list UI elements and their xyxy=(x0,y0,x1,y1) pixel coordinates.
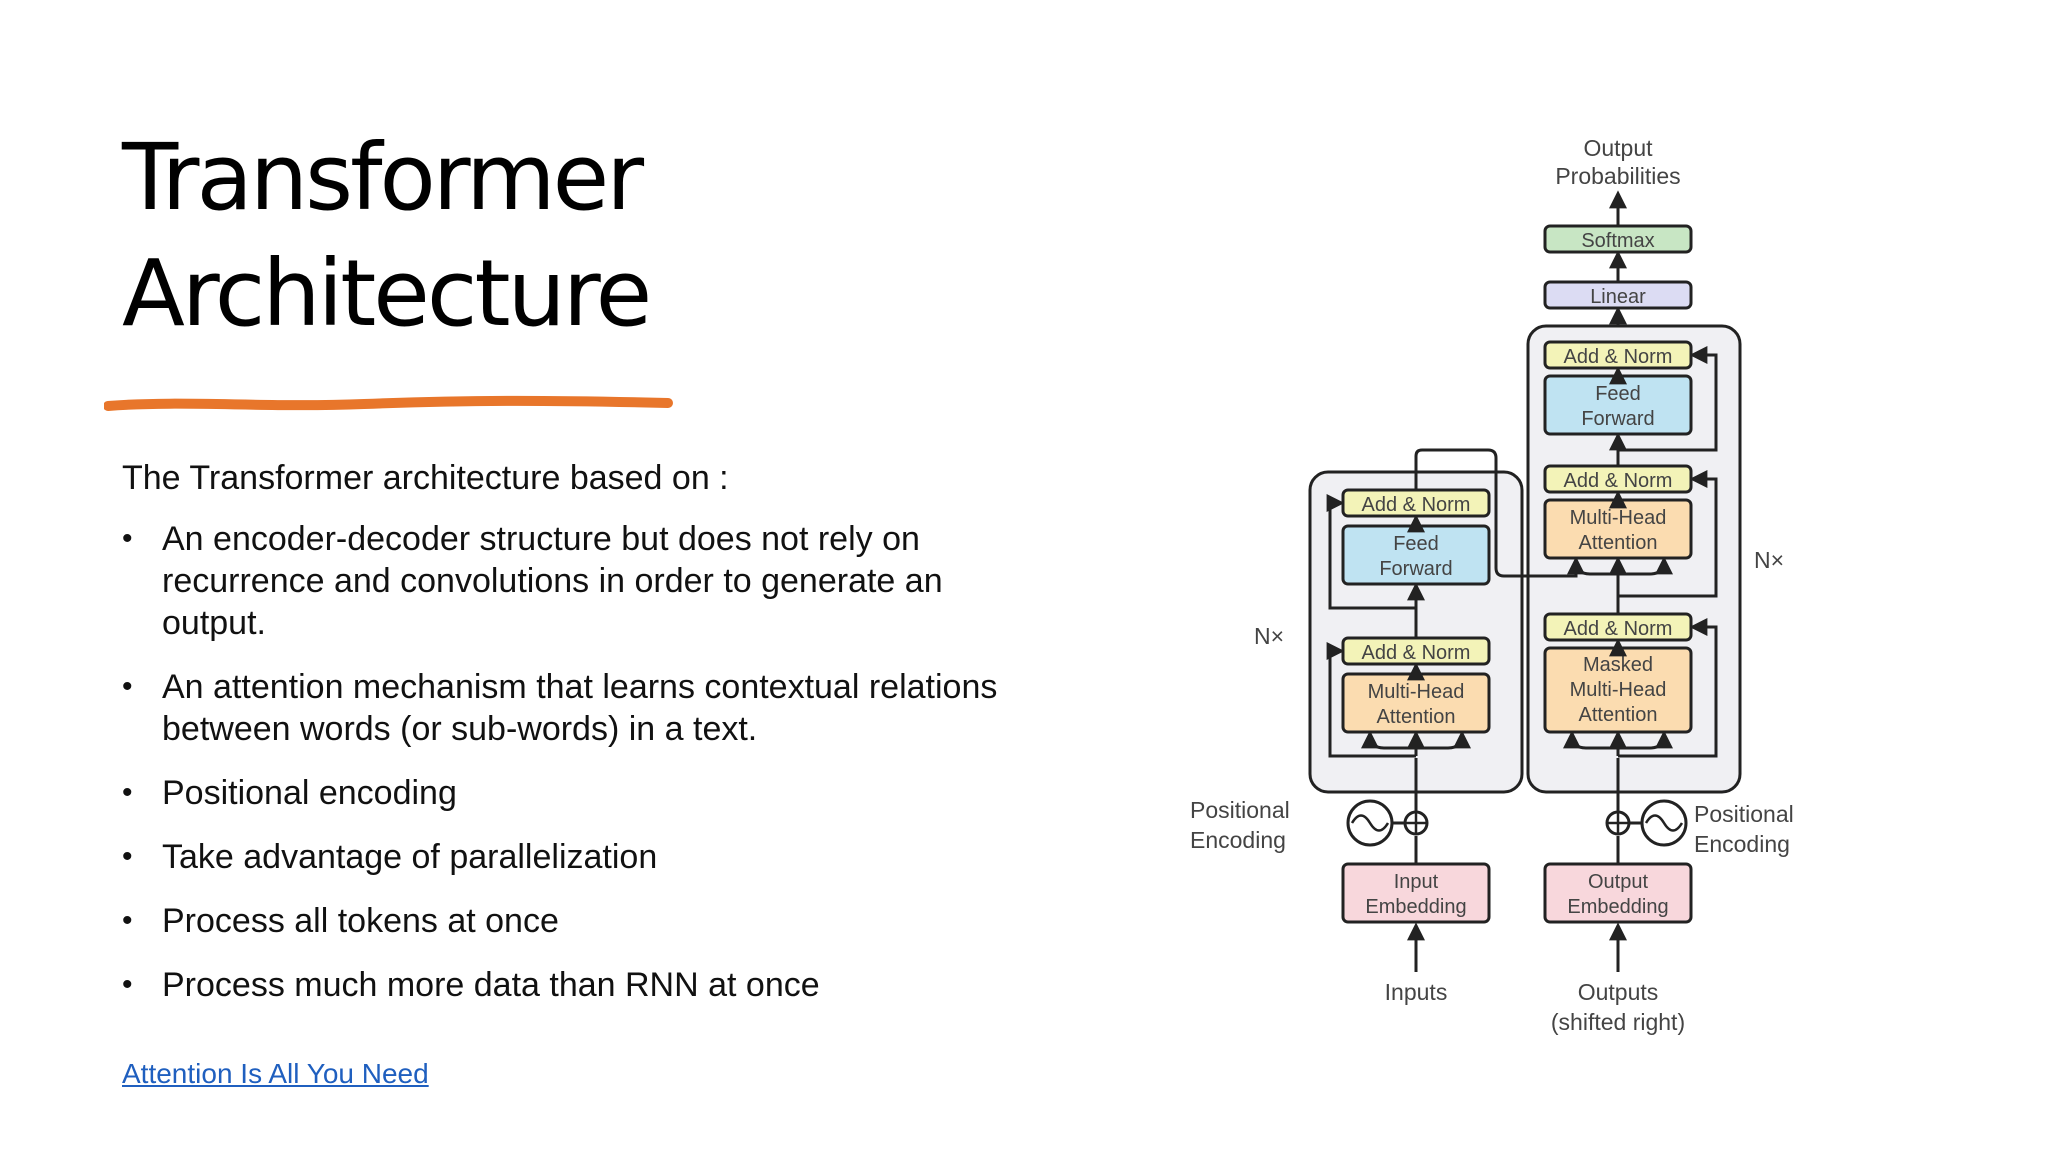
feed-forward-label: Feed xyxy=(1595,383,1641,405)
masked-label: Masked xyxy=(1583,654,1653,676)
multi-head-label: Multi-Head xyxy=(1368,681,1465,703)
add-norm-label: Add & Norm xyxy=(1564,470,1673,492)
input-embedding-label: Input xyxy=(1394,871,1439,893)
decoder-nx-label: N× xyxy=(1754,547,1784,573)
transformer-diagram: Output Probabilities Softmax Linear Add … xyxy=(1190,135,1794,1035)
encoder-nx-label: N× xyxy=(1254,623,1284,649)
output-embedding-box xyxy=(1543,862,1693,924)
attention-label: Attention xyxy=(1579,704,1658,726)
output-embedding-label: Output xyxy=(1588,871,1648,893)
outputs-shifted-label: (shifted right) xyxy=(1551,1009,1685,1035)
attention-label: Attention xyxy=(1377,706,1456,728)
feed-forward-label: Forward xyxy=(1379,558,1452,580)
list-item: • Take advantage of parallelization xyxy=(122,836,1022,878)
output-probabilities-label: Probabilities xyxy=(1555,163,1680,189)
feed-forward-label: Feed xyxy=(1393,533,1439,555)
bullet-text: Process much more data than RNN at once xyxy=(162,966,820,1004)
intro-text: The Transformer architecture based on : xyxy=(122,459,729,497)
add-norm-label: Add & Norm xyxy=(1564,618,1673,640)
bullet-text: Take advantage of parallelization xyxy=(162,838,658,876)
add-norm-label: Add & Norm xyxy=(1362,642,1471,664)
bullet-text: An encoder-decoder structure but does no… xyxy=(162,520,943,642)
multi-head-label: Multi-Head xyxy=(1570,679,1667,701)
list-item: • An encoder-decoder structure but does n… xyxy=(122,518,1022,644)
multi-head-label: Multi-Head xyxy=(1570,507,1667,529)
bullet-text: An attention mechanism that learns conte… xyxy=(162,668,998,748)
feed-forward-label: Forward xyxy=(1581,408,1654,430)
bullet-icon: • xyxy=(122,840,133,873)
bullet-icon: • xyxy=(122,776,133,809)
bullet-icon: • xyxy=(122,904,133,937)
bullet-icon: • xyxy=(122,968,133,1001)
bullet-icon: • xyxy=(122,670,133,703)
positional-encoding-label: Encoding xyxy=(1694,831,1790,857)
output-embedding-label: Embedding xyxy=(1567,896,1668,918)
add-norm-label: Add & Norm xyxy=(1362,494,1471,516)
title-line-1: Transformer xyxy=(122,124,644,231)
attention-label: Attention xyxy=(1579,532,1658,554)
input-embedding-label: Embedding xyxy=(1365,896,1466,918)
positional-encoding-label: Positional xyxy=(1190,797,1290,823)
list-item: • An attention mechanism that learns cont… xyxy=(122,666,1022,750)
positional-encoding-label: Encoding xyxy=(1190,827,1286,853)
slide-title: Transformer Architecture xyxy=(122,120,652,352)
reference-link[interactable]: Attention Is All You Need xyxy=(122,1058,429,1089)
title-line-2: Architecture xyxy=(122,240,652,347)
output-probabilities-label: Output xyxy=(1583,135,1653,161)
list-item: • Process all tokens at once xyxy=(122,900,1022,942)
title-accent-underline xyxy=(104,395,673,411)
bullet-text: Positional encoding xyxy=(162,774,457,812)
outputs-label: Outputs xyxy=(1578,979,1659,1005)
inputs-label: Inputs xyxy=(1385,979,1448,1005)
list-item: • Process much more data than RNN at once xyxy=(122,964,1022,1006)
linear-label: Linear xyxy=(1590,286,1646,308)
bullet-icon: • xyxy=(122,522,133,555)
add-norm-label: Add & Norm xyxy=(1564,346,1673,368)
input-embedding-box xyxy=(1341,862,1491,924)
softmax-label: Softmax xyxy=(1581,230,1654,252)
list-item: • Positional encoding xyxy=(122,772,1022,814)
positional-encoding-label: Positional xyxy=(1694,801,1794,827)
bullet-text: Process all tokens at once xyxy=(162,902,559,940)
bullet-list: • An encoder-decoder structure but does n… xyxy=(122,518,1022,1028)
